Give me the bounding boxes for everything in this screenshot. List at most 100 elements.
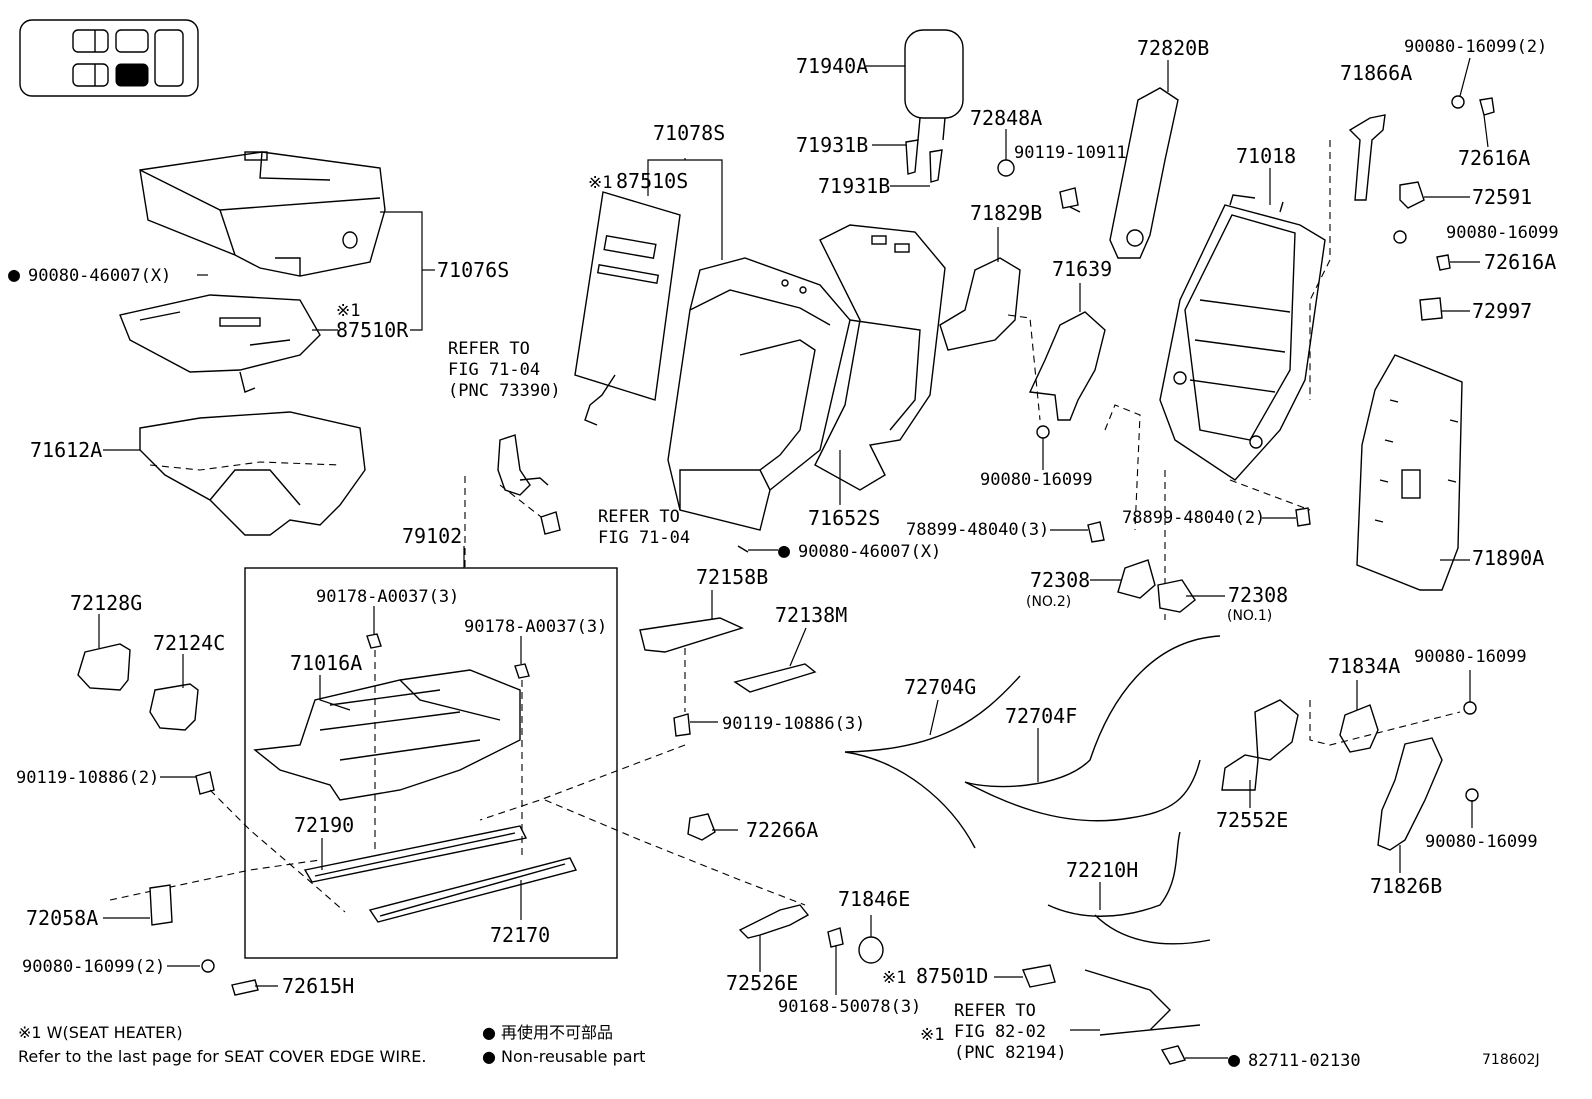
label-78899-48040-3[interactable]: 78899-48040(3) (906, 520, 1049, 540)
ref-82-02-line3: (PNC 82194) (954, 1043, 1067, 1063)
label-90080-16099-right-a[interactable]: 90080-16099 (1414, 647, 1527, 667)
clip-90080-46007-drawing (737, 545, 749, 553)
label-71829b[interactable]: 71829B (970, 201, 1042, 225)
label-90080-16099-mid[interactable]: 90080-16099 (980, 470, 1093, 490)
label-78899-48040-2[interactable]: 78899-48040(2) (1122, 508, 1265, 528)
clip-72266a-drawing (687, 813, 716, 841)
handle-72526e-drawing (738, 904, 810, 939)
part-labels: 71940A 71931B 71931B 72848A 90119-10911 … (8, 36, 1559, 1071)
label-72210h[interactable]: 72210H (1066, 858, 1138, 882)
label-72997[interactable]: 72997 (1472, 299, 1532, 323)
label-87501d[interactable]: 87501D (916, 964, 988, 988)
label-72704g[interactable]: 72704G (904, 675, 976, 699)
label-71016a[interactable]: 71016A (290, 651, 362, 675)
asterisk-87501d: ※1 (882, 968, 906, 988)
label-90178-a0037-3-b[interactable]: 90178-A0037(3) (464, 617, 607, 637)
bracket-72058a-drawing (149, 884, 173, 926)
label-71931b-2[interactable]: 71931B (818, 174, 890, 198)
label-71612a[interactable]: 71612A (30, 438, 102, 462)
label-72128g[interactable]: 72128G (70, 591, 142, 615)
label-90119-10911[interactable]: 90119-10911 (1014, 143, 1127, 163)
label-90080-46007-x-1[interactable]: 90080-46007(X) (28, 266, 171, 286)
label-72308-no1[interactable]: 72308 (1228, 583, 1288, 607)
label-72615h[interactable]: 72615H (282, 974, 354, 998)
cap-72591-drawing (1399, 181, 1425, 209)
clip-72997-drawing (1419, 297, 1443, 321)
label-71018[interactable]: 71018 (1236, 144, 1296, 168)
label-71834a[interactable]: 71834A (1328, 654, 1400, 678)
label-72170[interactable]: 72170 (490, 923, 550, 947)
headrest-support-71931b-drawing (905, 139, 943, 183)
label-90119-10886-2[interactable]: 90119-10886(2) (16, 768, 159, 788)
label-72526e[interactable]: 72526E (726, 971, 798, 995)
armrest-72820b-drawing (1109, 87, 1179, 259)
label-90080-16099-top-right[interactable]: 90080-16099 (1446, 223, 1559, 243)
label-72124c[interactable]: 72124C (153, 631, 225, 655)
legend-heater-note: ※1 W(SEAT HEATER) (18, 1023, 183, 1042)
label-71866a[interactable]: 71866A (1340, 61, 1412, 85)
label-71940a[interactable]: 71940A (796, 54, 868, 78)
label-79102[interactable]: 79102 (402, 524, 462, 548)
cable-72704f-drawing (964, 635, 1221, 822)
bolt-78899-48040-2-drawing (1295, 507, 1311, 527)
label-87510r[interactable]: 87510R (336, 318, 409, 342)
label-71078s[interactable]: 71078S (653, 121, 725, 145)
label-72158b[interactable]: 72158B (696, 565, 768, 589)
label-90119-10886-3[interactable]: 90119-10886(3) (722, 714, 865, 734)
label-90168-50078-3[interactable]: 90168-50078(3) (778, 997, 921, 1017)
back-board-71890a-drawing (1356, 354, 1463, 591)
label-87510s[interactable]: 87510S (616, 169, 688, 193)
label-90080-46007-x-2[interactable]: 90080-46007(X) (798, 542, 941, 562)
ref-82-02-line2: FIG 82-02 (954, 1022, 1046, 1042)
seat-adjuster-79102-box (244, 567, 618, 959)
label-71846e[interactable]: 71846E (838, 887, 910, 911)
cover-71829b-drawing (939, 257, 1021, 351)
asterisk-ref-82-02: ※1 (920, 1025, 944, 1045)
label-71931b-1[interactable]: 71931B (796, 133, 868, 157)
label-90080-16099-2-bottom[interactable]: 90080-16099(2) (22, 957, 165, 977)
legend-nonreusable-jp: ● 再使用不可部品 (482, 1023, 613, 1042)
seatback-pad-71652s-drawing (814, 224, 946, 491)
dot-90080-46007-2: ● (778, 538, 790, 562)
label-72591[interactable]: 72591 (1472, 185, 1532, 209)
cover-72615h-drawing (231, 979, 259, 996)
label-72552e[interactable]: 72552E (1216, 808, 1288, 832)
label-71652s[interactable]: 71652S (808, 506, 880, 530)
label-72266a[interactable]: 72266A (746, 818, 818, 842)
recliner-72308-no2-drawing (1117, 559, 1156, 599)
legend-nonreusable-en: ● Non-reusable part (482, 1047, 645, 1066)
label-90080-16099-right-b[interactable]: 90080-16099 (1425, 832, 1538, 852)
label-72190[interactable]: 72190 (294, 813, 354, 837)
label-72848a[interactable]: 72848A (970, 106, 1042, 130)
label-90178-a0037-3-a[interactable]: 90178-A0037(3) (316, 587, 459, 607)
label-71890a[interactable]: 71890A (1472, 546, 1544, 570)
label-72308-no2[interactable]: 72308 (1030, 568, 1090, 592)
asterisk-87510r: ※1 (336, 301, 360, 321)
label-72058a[interactable]: 72058A (26, 906, 98, 930)
seat-position-indicator-icon (19, 19, 199, 97)
cover-71834a-drawing (1339, 704, 1379, 753)
label-71826b[interactable]: 71826B (1370, 874, 1442, 898)
cover-72138m-drawing (733, 663, 817, 693)
figure-id: 718602J (1482, 1052, 1540, 1068)
label-72820b[interactable]: 72820B (1137, 36, 1209, 60)
label-72138m[interactable]: 72138M (775, 603, 847, 627)
label-71076s[interactable]: 71076S (437, 258, 509, 282)
asterisk-87510s: ※1 (588, 173, 612, 193)
label-72704f[interactable]: 72704F (1005, 704, 1077, 728)
cover-72158b-drawing (639, 617, 744, 653)
label-72616a-1[interactable]: 72616A (1458, 146, 1530, 170)
label-72616a-2[interactable]: 72616A (1484, 250, 1556, 274)
cap-71846e-drawing (858, 936, 884, 964)
bolt-90119-10886-2-drawing (195, 771, 215, 795)
label-71639[interactable]: 71639 (1052, 257, 1112, 281)
clip-82711-02130-drawing (1160, 1045, 1187, 1065)
switch-87501d-drawing (1022, 964, 1056, 988)
cable-72704g-drawing (844, 675, 1021, 849)
seat-track-72190-drawing (303, 825, 528, 883)
label-90080-16099-2-top[interactable]: 90080-16099(2) (1404, 37, 1547, 57)
seatbelt-buckle-drawing (497, 434, 549, 521)
label-82711-02130[interactable]: 82711-02130 (1248, 1051, 1361, 1071)
bolt-ref-71-04-drawing (540, 511, 561, 535)
